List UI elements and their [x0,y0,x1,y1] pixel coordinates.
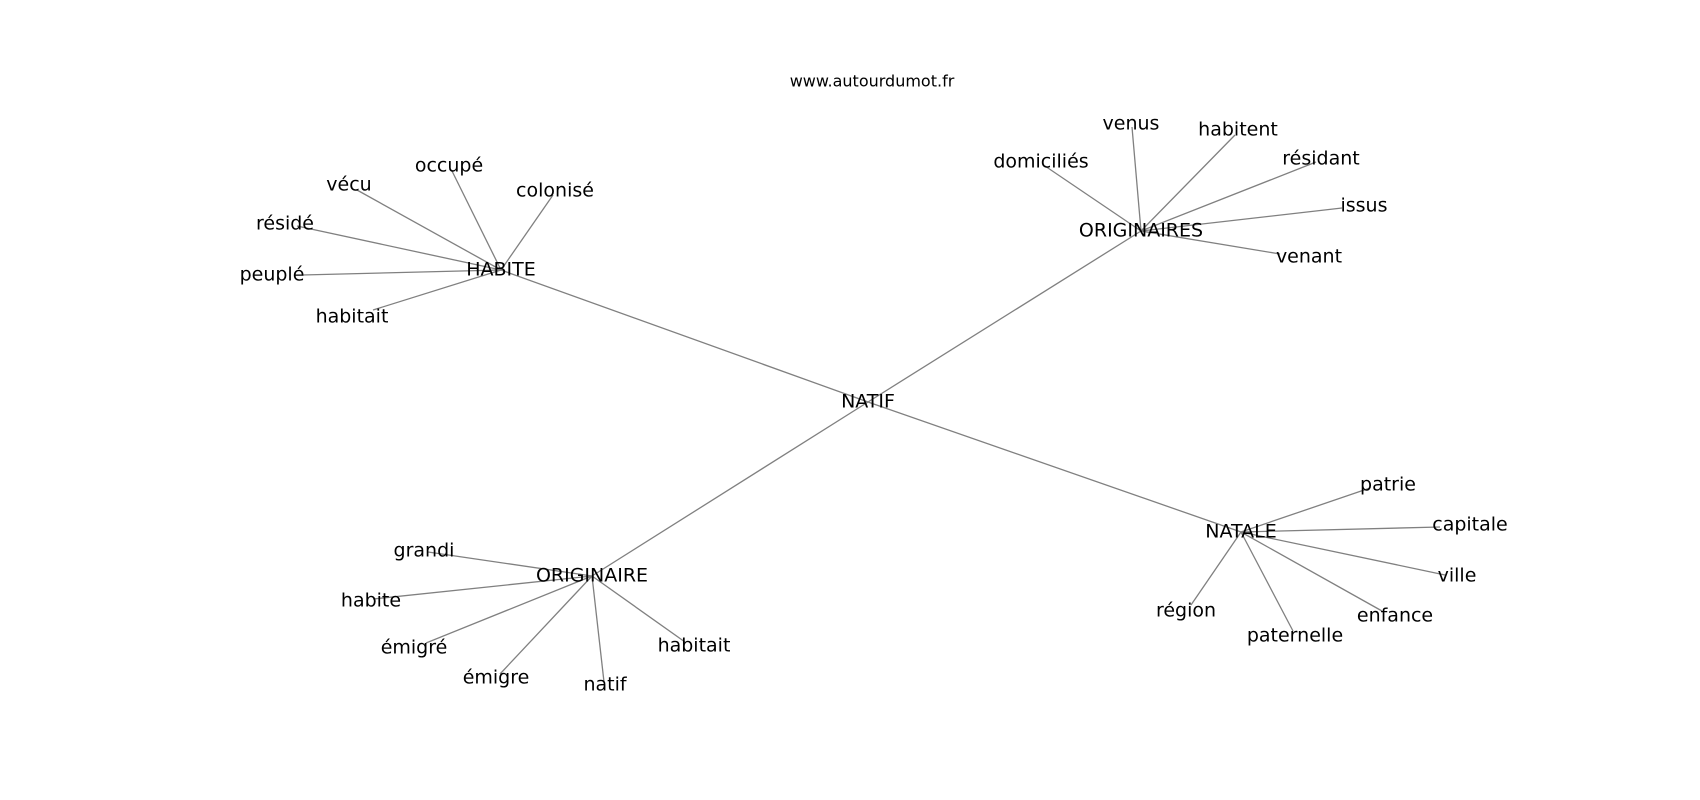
leaf-node-originaire-4[interactable]: natif [583,674,627,696]
edges-layer [296,126,1446,683]
leaf-node-natale-3[interactable]: enfance [1357,605,1433,627]
edge-originaire-leaf-4 [591,575,605,683]
edge-habite-leaf-0 [451,170,502,271]
group-node-natale[interactable]: NATALE [1205,521,1276,543]
leaf-node-originaires-0[interactable]: venus [1103,113,1160,135]
leaf-node-originaire-2[interactable]: émigré [381,637,448,659]
edge-habite-leaf-4 [301,269,502,276]
leaf-node-originaires-4[interactable]: issus [1340,195,1387,217]
site-label[interactable]: www.autourdumot.fr [790,72,955,91]
edge-originaire-leaf-0 [427,551,593,577]
leaf-node-habite-1[interactable]: vécu [326,174,371,196]
edge-natale-leaf-1 [1240,526,1441,533]
edge-habite-leaf-2 [500,194,554,271]
leaf-node-originaires-1[interactable]: habitent [1198,119,1278,141]
edge-originaires-leaf-5 [1140,230,1281,255]
center-node-label[interactable]: NATIF [841,391,895,413]
leaf-node-habite-5[interactable]: habitait [316,306,389,328]
leaf-node-originaire-5[interactable]: habitait [658,635,731,657]
edge-originaires-leaf-3 [1140,161,1317,232]
leaf-node-originaire-0[interactable]: grandi [394,540,455,562]
leaf-node-originaires-3[interactable]: résidant [1282,148,1359,170]
group-node-habite[interactable]: HABITE [466,259,536,281]
edge-habite-leaf-3 [296,225,502,271]
edge-originaire-leaf-1 [372,575,593,600]
group-node-originaire[interactable]: ORIGINAIRE [536,565,648,587]
leaf-node-habite-0[interactable]: occupé [415,155,483,177]
leaf-node-natale-1[interactable]: capitale [1432,514,1508,536]
edge-natale-leaf-3 [1240,531,1383,612]
edge-originaires-leaf-0 [1131,126,1142,232]
leaf-node-natale-5[interactable]: région [1156,600,1216,622]
leaf-node-originaire-1[interactable]: habite [341,590,401,612]
leaf-node-habite-2[interactable]: colonisé [516,180,594,202]
leaf-node-originaire-3[interactable]: émigre [463,667,530,689]
group-node-originaires[interactable]: ORIGINAIRES [1079,220,1203,242]
edge-natale-leaf-2 [1240,531,1446,576]
leaf-node-habite-3[interactable]: résidé [256,213,314,235]
edge-originaire-leaf-3 [499,575,593,675]
leaf-node-natale-2[interactable]: ville [1438,565,1477,587]
edge-center-originaire [591,401,869,577]
edge-originaire-leaf-2 [425,575,593,644]
leaf-node-habite-4[interactable]: peuplé [240,264,305,286]
edge-natale-leaf-0 [1240,487,1371,533]
edge-originaires-leaf-1 [1140,134,1236,232]
edge-center-habite [500,269,869,403]
leaf-node-natale-4[interactable]: paternelle [1247,625,1343,647]
edge-originaire-leaf-5 [591,575,686,643]
edge-originaires-leaf-4 [1140,207,1343,232]
edge-center-originaires [867,230,1142,403]
edge-habite-leaf-5 [372,269,502,311]
leaf-node-natale-0[interactable]: patrie [1360,474,1416,496]
edge-habite-leaf-1 [356,189,502,271]
edge-originaires-leaf-2 [1044,165,1142,232]
edge-natale-leaf-4 [1240,531,1294,632]
leaf-node-originaires-2[interactable]: domiciliés [993,151,1088,173]
edge-natale-leaf-5 [1190,531,1242,606]
edge-center-natale [867,401,1242,533]
leaf-node-originaires-5[interactable]: venant [1276,246,1342,268]
labels-layer: www.autourdumot.fr NATIF HABITE occupé vécu… [240,72,1508,696]
